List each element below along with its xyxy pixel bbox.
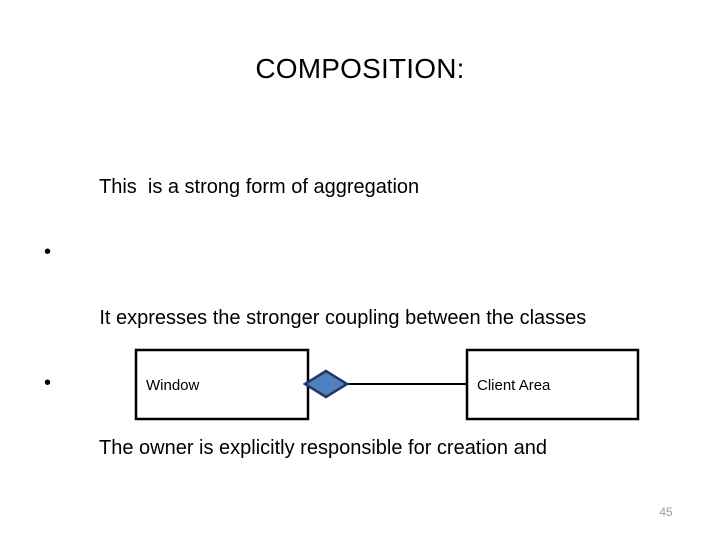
class-box-client-area[interactable] xyxy=(465,348,640,421)
bullet-icon: • xyxy=(44,371,52,394)
list-item-label: The owner is explicitly responsible for … xyxy=(98,436,547,459)
class-box-window[interactable] xyxy=(134,348,310,421)
list-item-continuation: • deletion of the part xyxy=(40,497,688,540)
filled-diamond-icon[interactable] xyxy=(302,369,350,399)
bullet-list: • This is a strong form of aggregation •… xyxy=(40,106,688,540)
bullet-icon: • xyxy=(44,241,52,264)
list-item: • The owner is explicitly responsible fo… xyxy=(40,367,688,497)
list-item: • It expresses the stronger coupling bet… xyxy=(40,236,688,366)
page-number: 45 xyxy=(659,505,673,519)
list-item-label: This is a strong form of aggregation xyxy=(98,176,420,199)
list-item: • This is a strong form of aggregation xyxy=(40,106,688,236)
page-title: COMPOSITION: xyxy=(255,53,465,84)
list-item-label: It expresses the stronger coupling betwe… xyxy=(99,306,587,329)
